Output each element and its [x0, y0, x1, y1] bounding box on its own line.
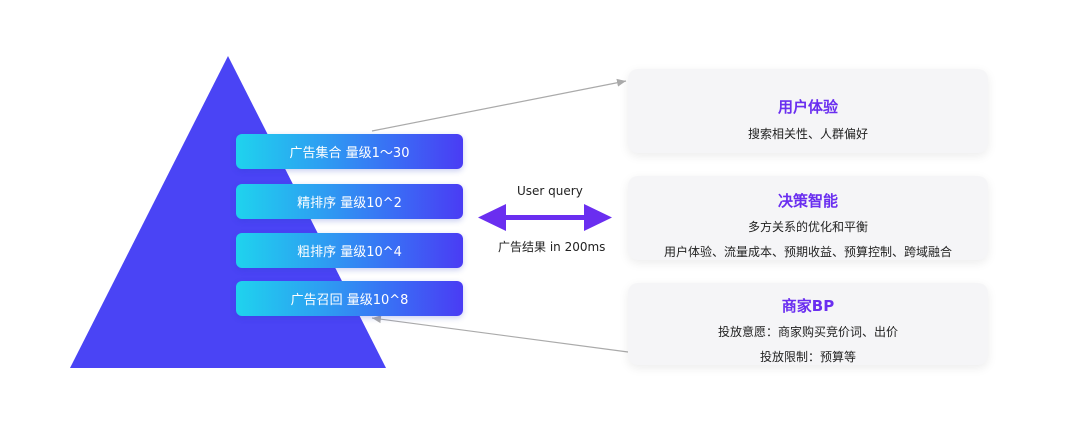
card-line: 多方关系的优化和平衡: [747, 220, 868, 234]
card-line: 用户体验、流量成本、预期收益、预算控制、跨域融合: [663, 245, 952, 259]
card-decision-intelligence: 决策智能 多方关系的优化和平衡 用户体验、流量成本、预期收益、预算控制、跨域融合: [628, 176, 988, 260]
ad-result-label: 广告结果 in 200ms: [498, 240, 606, 254]
card-title: 商家BP: [781, 297, 835, 315]
card-line: 搜索相关性、人群偏好: [747, 127, 868, 141]
card-title: 用户体验: [777, 98, 838, 116]
funnel-stage-recall: 广告召回 量级10^8: [236, 281, 463, 316]
user-query-label: User query: [517, 184, 583, 198]
card-line: 投放限制：预算等: [759, 350, 856, 364]
funnel-stage-fine-ranking: 精排序 量级10^2: [236, 184, 463, 219]
funnel-stage-label: 粗排序 量级10^4: [297, 245, 402, 260]
double-arrow-icon: [478, 204, 612, 231]
funnel-stage-ad-set: 广告集合 量级1～30: [236, 134, 463, 169]
funnel-stage-label: 精排序 量级10^2: [297, 196, 402, 211]
connector-arrow-bottom: [371, 315, 629, 353]
funnel-stage-coarse-ranking: 粗排序 量级10^4: [236, 233, 463, 268]
connector-arrow-top: [371, 78, 627, 132]
funnel-stage-label: 广告召回 量级10^8: [290, 293, 409, 308]
card-merchant-bp: 商家BP 投放意愿：商家购买竞价词、出价 投放限制：预算等: [628, 283, 988, 365]
card-line: 投放意愿：商家购买竞价词、出价: [717, 325, 898, 339]
card-title: 决策智能: [777, 192, 838, 210]
card-user-experience: 用户体验 搜索相关性、人群偏好: [628, 69, 988, 153]
funnel-stage-label: 广告集合 量级1～30: [289, 146, 410, 161]
